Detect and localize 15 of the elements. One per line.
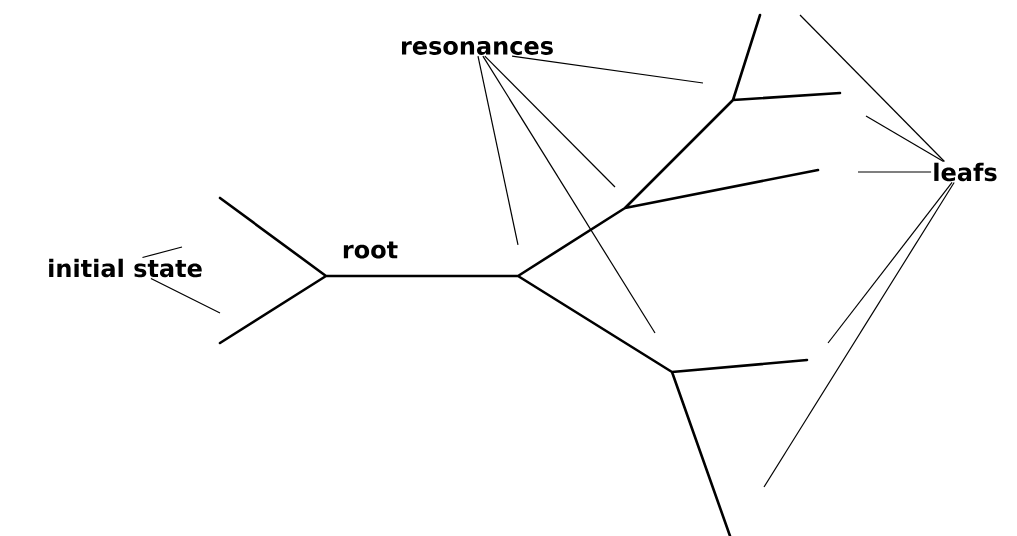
leader-line <box>484 55 616 188</box>
leader-line <box>141 246 183 259</box>
leader-line <box>865 115 945 163</box>
leader-line <box>477 55 519 246</box>
leader-line <box>150 277 221 314</box>
leader-line <box>511 55 704 84</box>
leader-line <box>857 171 932 173</box>
leader-line <box>482 55 656 334</box>
leader-line <box>827 181 953 344</box>
label: root <box>343 241 398 259</box>
leader-line <box>799 14 946 163</box>
label: resonances <box>402 41 553 55</box>
leader-line <box>763 181 955 488</box>
label: leafs <box>934 162 997 182</box>
label: initial state <box>49 258 202 278</box>
